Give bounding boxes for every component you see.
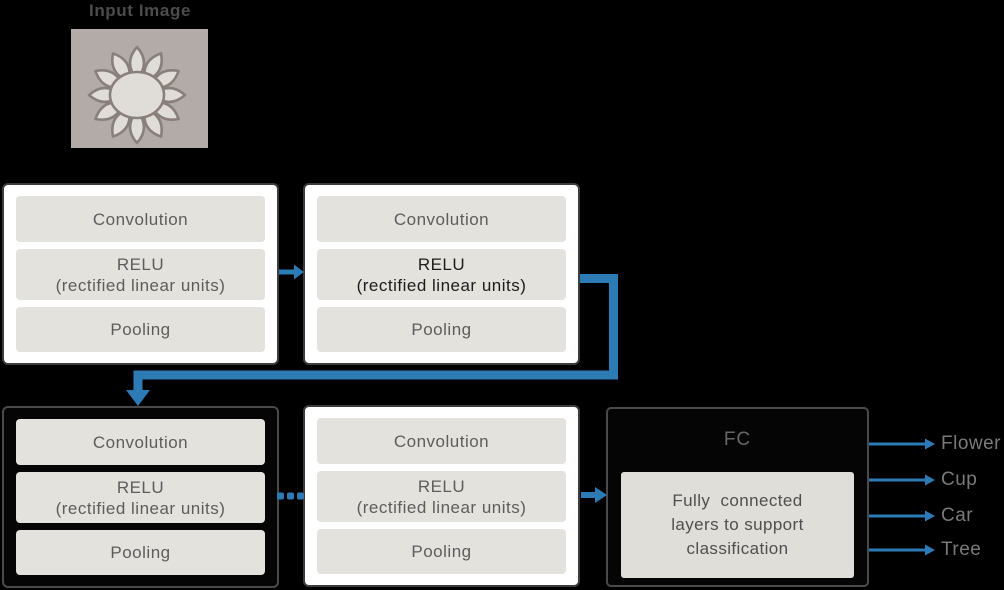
relu-sublabel: (rectified linear units)	[55, 498, 226, 518]
conv-block-2: Convolution RELU(rectified linear units)…	[303, 183, 580, 365]
relu-sublabel: (rectified linear units)	[55, 275, 226, 295]
fc-description-line3: classification	[686, 539, 789, 558]
conv-block-4: Convolution RELU(rectified linear units)…	[303, 405, 580, 587]
convolution-layer: Convolution	[317, 196, 566, 242]
convolution-layer: Convolution	[16, 419, 265, 465]
output-label-cup: Cup	[941, 469, 978, 490]
dotted-connector-block3-to-block4	[277, 492, 304, 500]
relu-label: RELU	[417, 254, 466, 274]
pooling-layer: Pooling	[16, 307, 265, 352]
fc-description-line1: Fully connected	[672, 491, 803, 510]
conv-block-3: Convolution RELU(rectified linear units)…	[2, 406, 279, 588]
relu-label: RELU	[116, 254, 165, 274]
relu-sublabel: (rectified linear units)	[356, 275, 527, 295]
relu-layer: RELU(rectified linear units)	[317, 249, 566, 300]
relu-sublabel: (rectified linear units)	[356, 497, 527, 517]
fc-block: FC Fully connected layers to support class…	[606, 407, 869, 587]
relu-layer: RELU(rectified linear units)	[317, 471, 566, 522]
relu-label: RELU	[417, 476, 466, 496]
output-label-flower: Flower	[941, 433, 1002, 454]
arrow-fc-to-cup	[869, 474, 935, 486]
flower-icon	[71, 29, 208, 148]
arrow-block4-to-fc	[581, 487, 607, 503]
fc-description: Fully connected layers to support classifi…	[621, 472, 854, 578]
pooling-layer: Pooling	[16, 530, 265, 575]
arrow-fc-to-flower	[869, 438, 935, 450]
arrow-fc-to-tree	[869, 544, 935, 556]
relu-layer: RELU(rectified linear units)	[16, 249, 265, 300]
pooling-layer: Pooling	[317, 529, 566, 574]
input-image-label: Input Image	[89, 1, 191, 20]
convolution-layer: Convolution	[317, 418, 566, 464]
relu-label: RELU	[116, 477, 165, 497]
fc-description-line2: layers to support	[671, 515, 804, 534]
conv-block-1: Convolution RELU(rectified linear units)…	[2, 183, 279, 365]
arrow-fc-to-car	[869, 510, 935, 522]
output-label-tree: Tree	[941, 539, 982, 560]
fc-title: FC	[723, 429, 752, 450]
pooling-layer: Pooling	[317, 307, 566, 352]
convolution-layer: Convolution	[16, 196, 265, 242]
relu-layer: RELU(rectified linear units)	[16, 472, 265, 523]
arrow-block1-to-block2	[279, 264, 304, 280]
output-label-car: Car	[941, 505, 974, 526]
